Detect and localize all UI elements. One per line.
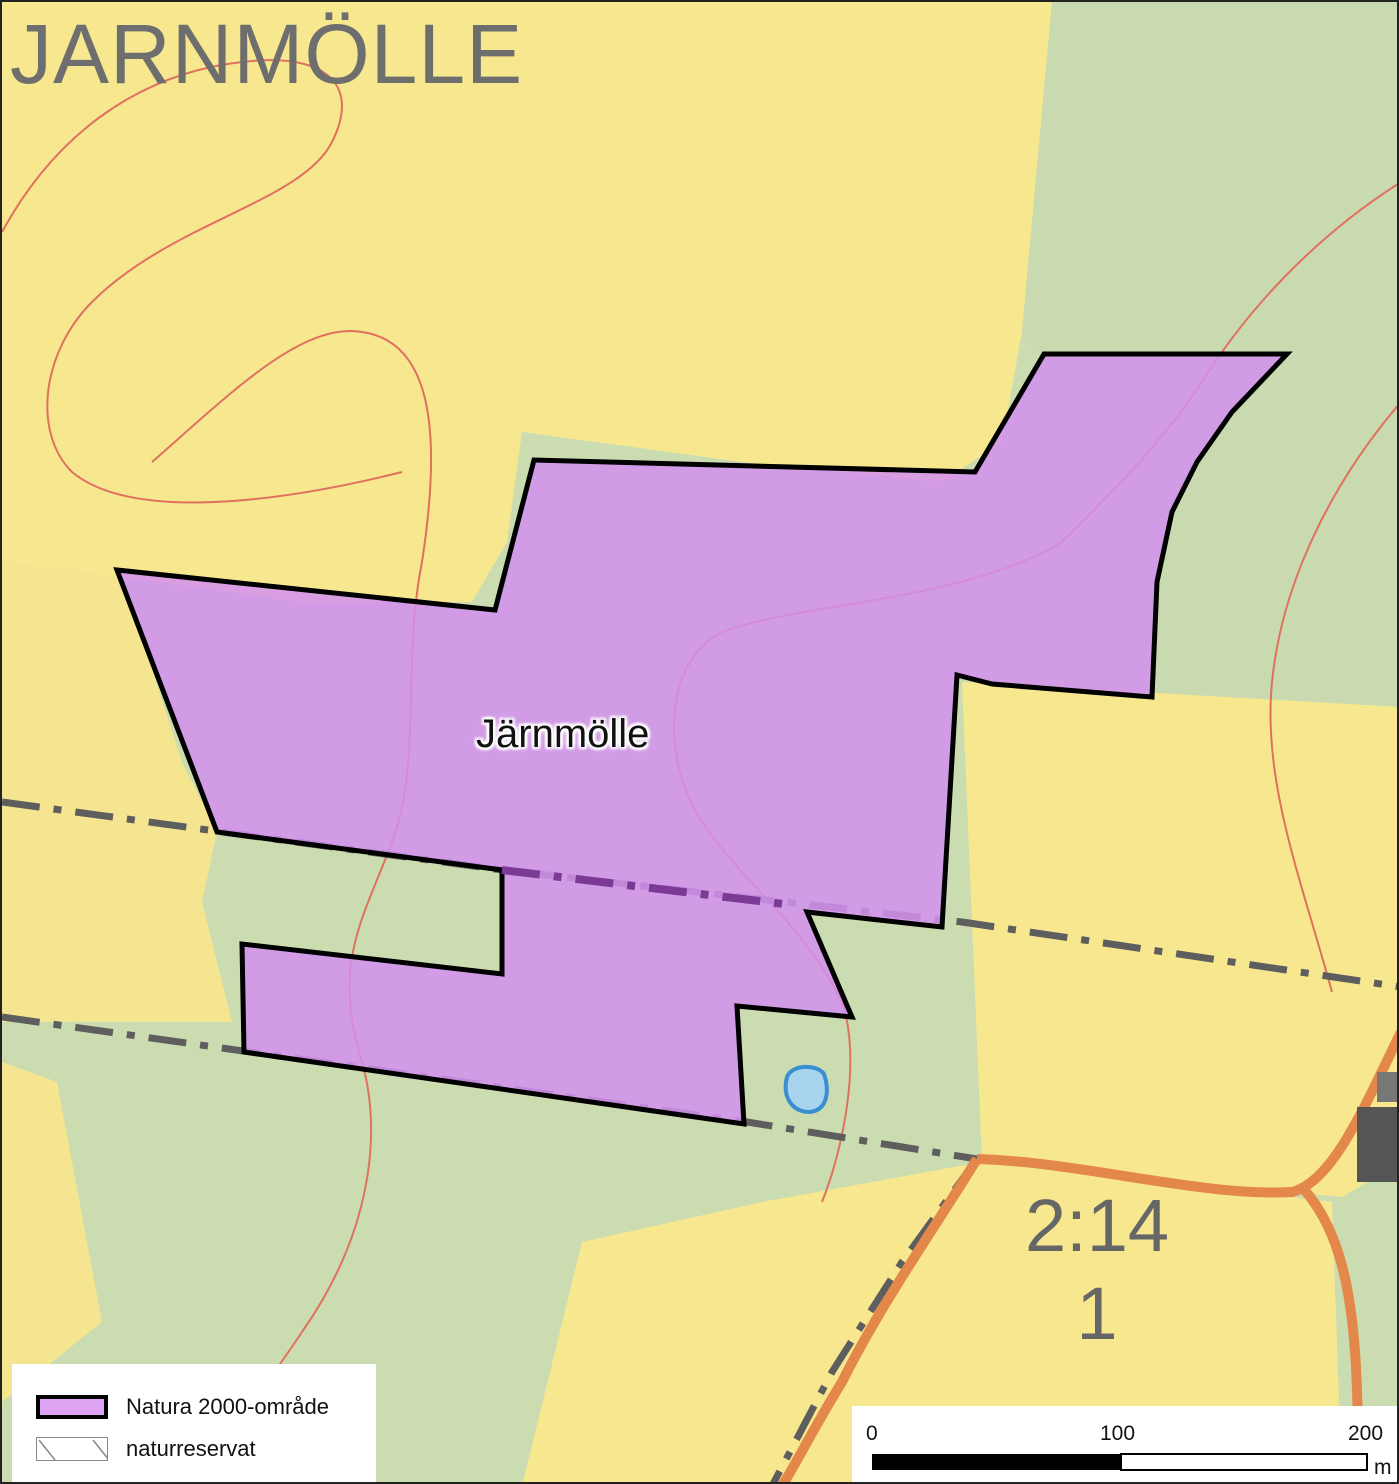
natura-swatch [36, 1395, 108, 1419]
scale-unit: m [1374, 1456, 1392, 1479]
legend-label-reserve: naturreservat [126, 1436, 256, 1461]
reserve-swatch [36, 1437, 108, 1461]
pond[interactable] [783, 1064, 829, 1115]
scale-bar-segment-dark [872, 1454, 1121, 1470]
scale-bar: 0 100 200 m [852, 1406, 1397, 1482]
scale-tick-200: 200 [1348, 1422, 1384, 1445]
road-southwest [778, 1156, 982, 1482]
natura-area-label: Järnmölle [476, 712, 650, 756]
legend-label-natura: Natura 2000-område [126, 1394, 330, 1419]
building-small [1377, 1072, 1397, 1102]
map-legend: Natura 2000-område naturreservat [12, 1364, 376, 1482]
field-east [962, 682, 1397, 1197]
field-southwest-strip [2, 1062, 102, 1402]
field-northwest [2, 2, 1052, 602]
scale-bar-graphic [872, 1453, 1368, 1471]
building [1357, 1107, 1397, 1182]
boundary-line-diagonal [770, 1156, 980, 1482]
contour-line-4 [1269, 405, 1397, 993]
scale-bar-segment-light [1120, 1453, 1368, 1471]
field-west [2, 562, 232, 1022]
forest-northeast [1022, 2, 1397, 707]
scale-tick-100: 100 [1100, 1422, 1136, 1445]
scale-tick-0: 0 [866, 1422, 878, 1445]
property-designation-line-2: 1 [1076, 1272, 1118, 1355]
boundary-line-through-area [501, 866, 793, 909]
reserve-hatch-icon [38, 1439, 107, 1460]
property-designation-line-1: 2:14 [1024, 1184, 1170, 1267]
legend-item-reserve: naturreservat [36, 1434, 256, 1464]
legend-item-natura: Natura 2000-område [36, 1392, 329, 1422]
place-name-label: JARNMÖLLE [10, 7, 524, 101]
natura-2000-area[interactable] [113, 351, 1293, 1127]
field-south [522, 1162, 1342, 1482]
property-designation-label: 2:14 1 [1002, 1182, 1192, 1358]
contour-line-1 [2, 59, 403, 504]
